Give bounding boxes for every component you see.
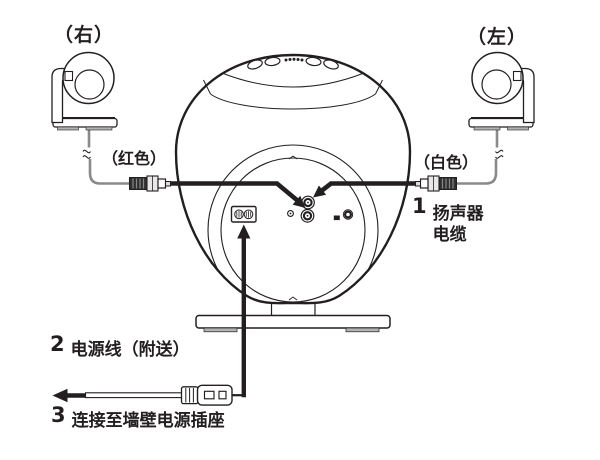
arrow-to-bottom-jack-icon bbox=[292, 195, 306, 208]
step-2-power-cord: 2 电源线（附送） bbox=[50, 334, 190, 361]
red-plug-label: （红色） bbox=[102, 149, 167, 168]
level-knob bbox=[342, 209, 354, 220]
panel-led-dots bbox=[284, 57, 304, 62]
panel-button bbox=[305, 56, 322, 67]
step-3-text: 连接至墙壁电源插座 bbox=[71, 411, 225, 431]
step-2-text: 电源线（附送） bbox=[70, 340, 190, 360]
panel-button bbox=[264, 56, 281, 67]
step-2-number: 2 bbox=[50, 332, 65, 356]
step-1-speaker-cable: 1 扬声器电缆 bbox=[412, 196, 484, 246]
arrow-to-ac-inlet-icon bbox=[237, 224, 251, 239]
subwoofer-body bbox=[174, 53, 412, 305]
panel-button bbox=[323, 59, 339, 70]
control-panel bbox=[203, 56, 383, 110]
left-channel-label: （左） bbox=[467, 26, 528, 48]
arrow-to-wall-outlet-icon bbox=[52, 388, 68, 403]
step-1-number: 1 bbox=[412, 194, 427, 218]
rca-jack-bottom bbox=[300, 208, 315, 223]
panel-button bbox=[247, 59, 263, 70]
base-foot-left bbox=[203, 327, 238, 333]
subwoofer-stand bbox=[195, 300, 391, 333]
ac-inlet bbox=[230, 205, 257, 223]
speaker-cable-route-left bbox=[170, 181, 306, 208]
speaker-cable-route-right bbox=[313, 181, 416, 198]
right-channel-label: （右） bbox=[54, 24, 115, 46]
white-plug-label: （白色） bbox=[414, 153, 479, 172]
base-foot-right bbox=[345, 327, 380, 333]
step-3-number: 3 bbox=[51, 403, 66, 427]
arrow-to-top-jack-icon bbox=[313, 185, 327, 198]
power-cord bbox=[52, 224, 251, 406]
step-1-text: 扬声器电缆 bbox=[432, 204, 484, 245]
step-3-wall-outlet: 3 连接至墙壁电源插座 bbox=[51, 405, 225, 432]
rear-panel-inner-ring bbox=[220, 157, 366, 303]
power-switch bbox=[333, 215, 340, 221]
subwoofer-base bbox=[195, 314, 391, 329]
power-cord-wire bbox=[84, 392, 183, 399]
screw bbox=[287, 210, 294, 217]
power-plug-icon bbox=[180, 384, 233, 406]
rear-panel-outer-ring bbox=[207, 144, 379, 304]
satellite-speaker-right-channel bbox=[50, 51, 172, 193]
